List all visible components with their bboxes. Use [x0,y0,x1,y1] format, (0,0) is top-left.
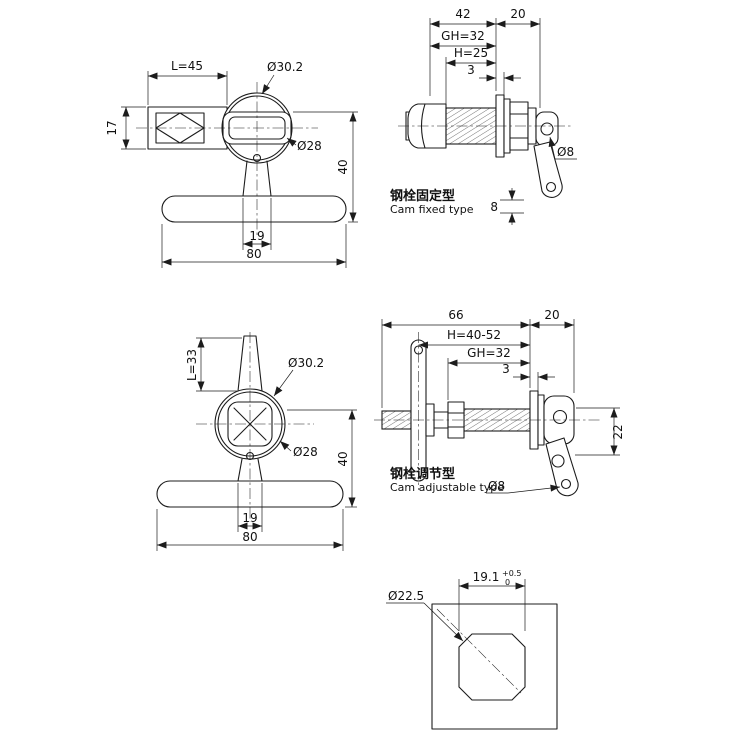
label-fixed-cn: 钢栓固定型 [390,188,455,204]
diagonal-centerline [436,608,522,694]
view-fixed-front: L=45 17 Ø30.2 Ø28 40 19 80 [105,59,358,268]
fixed-front-dimensions: L=45 17 Ø30.2 Ø28 40 19 80 [105,59,358,268]
dim-label-thread-length: H=25 [454,46,488,60]
dim-label-head-outer: Ø30.2 [267,60,303,74]
label-adjustable-en: Cam adjustable type [390,481,504,494]
dim-label-cam-hole: Ø8 [557,145,574,159]
dim-label-grip: GH=32 [441,29,485,43]
dim-label-panel-thickness: 3 [502,362,510,376]
cutout-geometry [431,603,558,730]
adjustable-front-dimensions: L=33 Ø30.2 Ø28 40 19 80 [156,337,357,551]
dim-label-tol-lower: 0 [505,578,510,587]
dim-label-head-outer: Ø30.2 [288,356,324,370]
cam-arm-hole [545,181,557,193]
dim-label-shank-height: 17 [105,120,119,135]
dim-label-bracket-height: 22 [611,424,625,439]
dim-label-cam-hole: Ø8 [488,479,505,493]
adjusting-stem [237,335,263,392]
dim-label-tail-length: 20 [510,7,525,21]
dim-label-head-inner: Ø28 [297,139,322,153]
dim-label-head-inner: Ø28 [293,445,318,459]
dim-label-height: 40 [336,451,350,466]
dim-label-tol-upper: +0.5 [502,569,521,578]
dim-label-body-length: 66 [448,308,463,322]
dim-label-hole-diameter: Ø22.5 [388,589,424,603]
dim-label-tail-length: 20 [544,308,559,322]
bracket-hole [540,122,554,136]
label-adjustable-cn: 钢栓调节型 [390,466,455,482]
view-adjustable-front: L=33 Ø30.2 Ø28 40 19 80 [156,332,357,551]
panel-outline [431,603,558,730]
dim-label-hole-width: 19.1 [473,570,500,584]
cam-arm [533,141,563,198]
view-panel-cutout: 19.1 +0.5 0 Ø22.5 [386,569,558,730]
dim-label-body-length: 42 [455,7,470,21]
dim-label-neck-width: 19 [249,229,264,243]
cutout-octagon [458,633,526,701]
dim-label-grip: GH=32 [467,346,511,360]
dim-label-handle-length: 80 [242,530,257,544]
dim-label-stem-length: L=33 [185,349,199,381]
dim-label-handle-length: 80 [246,247,261,261]
dim-label-cam-offset: 8 [490,200,498,214]
bracket-hole [552,409,568,425]
adjustable-side-dimensions: 66 20 H=40-52 GH=32 3 22 Ø8 [381,308,625,494]
view-fixed-side: 42 20 GH=32 H=25 3 Ø8 8 钢栓固定型 Cam fixed … [390,7,577,225]
dim-label-shank-length: L=45 [171,59,203,73]
cam-arm-hole [560,478,572,490]
fixed-side-geometry [405,94,563,198]
fixed-side-dimensions: 42 20 GH=32 H=25 3 Ø8 8 [429,7,577,225]
view-adjustable-side: 66 20 H=40-52 GH=32 3 22 Ø8 钢栓调节型 Cam ad… [374,308,625,497]
dim-label-height: 40 [336,159,350,174]
dim-label-thread-length: H=40-52 [447,328,501,342]
cutout-dimensions: 19.1 +0.5 0 Ø22.5 [386,569,526,642]
dim-label-panel-thickness: 3 [467,63,475,77]
label-fixed-en: Cam fixed type [390,203,474,216]
